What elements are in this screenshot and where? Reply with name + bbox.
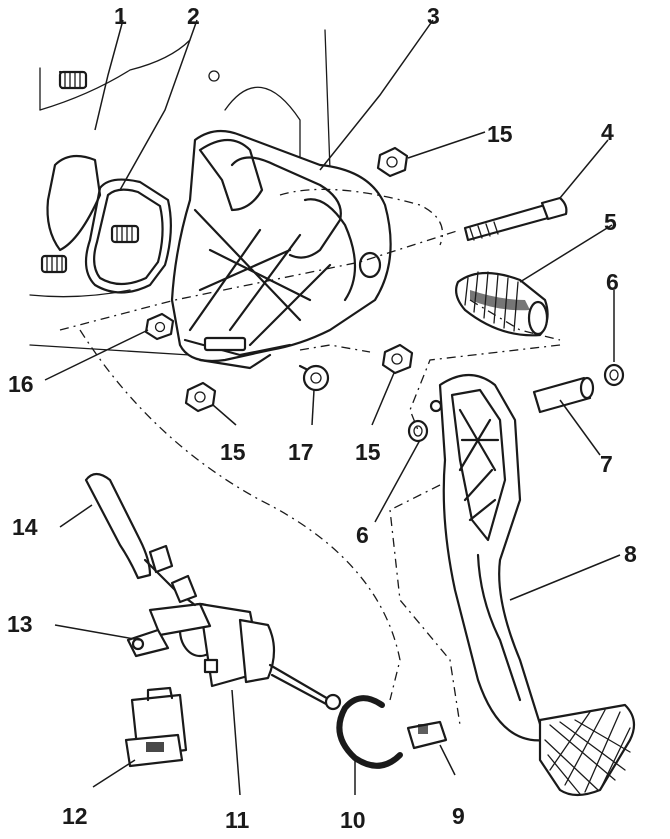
callout-15-right: 15 bbox=[355, 439, 381, 465]
pivot-bolt bbox=[463, 196, 568, 242]
nut-upper bbox=[376, 146, 409, 178]
callout-15-upper: 15 bbox=[487, 121, 513, 147]
callout-8: 8 bbox=[624, 541, 637, 567]
callout-10: 10 bbox=[340, 807, 366, 833]
retaining-clip bbox=[336, 695, 403, 769]
callout-11: 11 bbox=[225, 807, 250, 833]
bushing-upper bbox=[603, 363, 625, 387]
mounting-stud-2 bbox=[110, 224, 140, 244]
callout-1: 1 bbox=[114, 3, 127, 29]
pedal-switch bbox=[406, 720, 448, 750]
callout-2: 2 bbox=[187, 3, 200, 29]
callout-6-upper: 6 bbox=[606, 269, 619, 295]
nut-lower bbox=[184, 381, 217, 413]
callout-4: 4 bbox=[601, 119, 614, 145]
gasket-seal bbox=[46, 154, 172, 294]
callout-5: 5 bbox=[604, 209, 617, 235]
body-panel-outline bbox=[29, 29, 331, 356]
callout-14: 14 bbox=[12, 514, 38, 540]
fluid-hose bbox=[84, 472, 198, 607]
assembly-axis-lines bbox=[59, 188, 561, 726]
clutch-master-cylinder bbox=[148, 602, 342, 711]
mounting-stud-1 bbox=[58, 70, 88, 90]
mounting-clip bbox=[124, 686, 188, 768]
callout-7: 7 bbox=[600, 451, 613, 477]
leader-lines bbox=[44, 19, 621, 796]
callout-labels: 1 2 3 15 4 5 6 16 15 17 15 7 6 14 8 13 1… bbox=[7, 3, 637, 833]
callout-6-lower: 6 bbox=[356, 522, 369, 548]
spacer-sleeve bbox=[532, 376, 595, 414]
mounting-stud-3 bbox=[40, 254, 68, 274]
nut-left bbox=[144, 312, 175, 341]
callout-16: 16 bbox=[8, 371, 34, 397]
callout-15-left: 15 bbox=[220, 439, 246, 465]
pedal-bracket bbox=[170, 129, 392, 370]
callout-3: 3 bbox=[427, 3, 440, 29]
callout-12: 12 bbox=[62, 803, 88, 829]
callout-13: 13 bbox=[7, 611, 33, 637]
nut-middle bbox=[381, 343, 414, 375]
callout-9: 9 bbox=[452, 803, 465, 829]
hose-connector bbox=[126, 628, 170, 658]
bushing-lower bbox=[407, 419, 429, 443]
stop-buffer bbox=[298, 364, 330, 392]
clutch-pedal bbox=[429, 373, 636, 797]
callout-17: 17 bbox=[288, 439, 314, 465]
rubber-boot bbox=[455, 271, 549, 337]
